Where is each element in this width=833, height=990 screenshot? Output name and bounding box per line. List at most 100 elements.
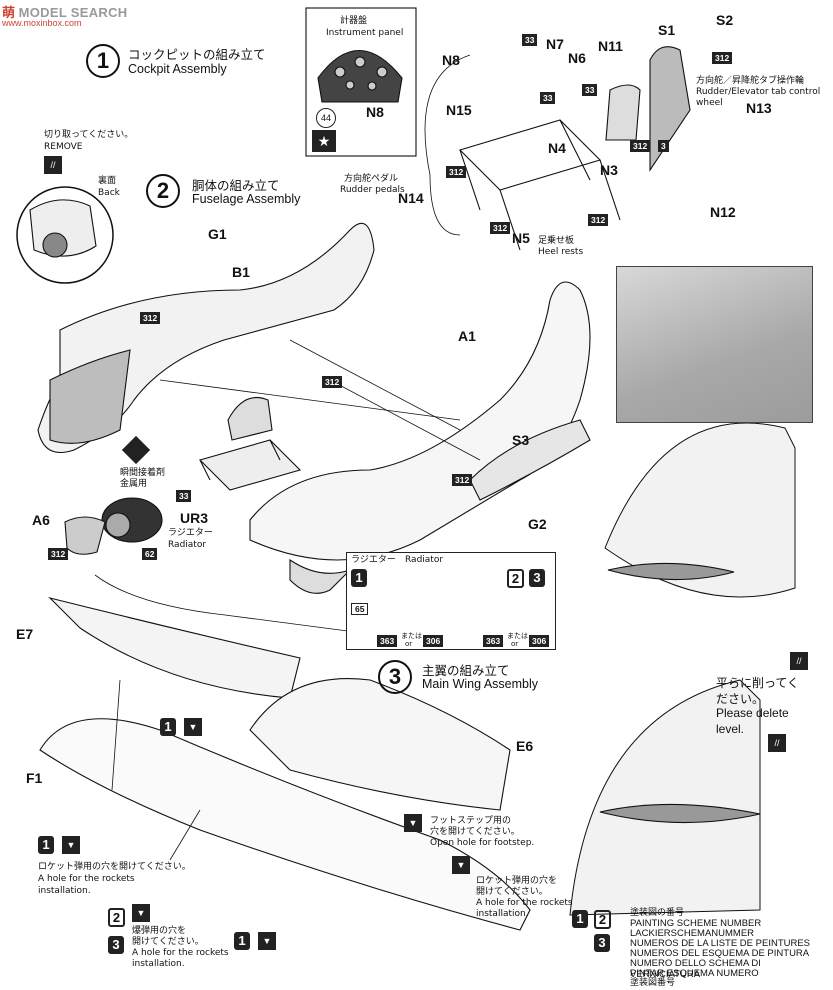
legend-l2: LACKIERSCHEMANUMMER <box>630 928 755 939</box>
knife-icon: // <box>790 652 808 670</box>
drill-icon: ▼ <box>184 718 202 736</box>
color-363: 363 <box>377 635 398 647</box>
part-N15: N15 <box>446 102 472 118</box>
glue-jp1: 瞬間接着剤 <box>120 468 166 478</box>
footstep-en1: Open hole for footstep. <box>430 838 535 848</box>
part-N13: N13 <box>746 100 772 116</box>
radiator-box-title-jp: ラジエター <box>351 555 396 565</box>
legend-scheme-1: 1 <box>572 910 588 928</box>
step-2-title-jp: 胴体の組み立て <box>192 178 280 193</box>
legend-l7: 塗装図番号 <box>630 978 676 988</box>
tab-wheel-en1: Rudder/Elevator tab control <box>696 87 821 97</box>
knife-icon: // <box>44 156 62 174</box>
color-312: 312 <box>490 222 511 234</box>
part-E6: E6 <box>516 738 534 754</box>
step-3-title-en: Main Wing Assembly <box>422 677 539 691</box>
legend-scheme-3: 3 <box>594 934 610 952</box>
part-A6: A6 <box>32 512 50 528</box>
scheme-2: 2 <box>507 569 524 588</box>
color-65: 65 <box>351 603 369 615</box>
rockets2-en1: A hole for the rockets <box>476 898 573 908</box>
watermark-brand: MODEL SEARCH <box>18 5 128 20</box>
rudder-pedals-en: Rudder pedals <box>340 185 405 195</box>
scheme-2-marker: 2 <box>108 908 125 927</box>
part-N7: N7 <box>546 36 564 52</box>
color-33: 33 <box>540 92 556 104</box>
color-3: 3 <box>658 140 669 152</box>
legend-l3: NUMEROS DE LA LISTE DE PEINTURES <box>630 938 811 949</box>
color-306: 306 <box>529 635 550 647</box>
watermark-site: www.moxinbox.com <box>2 18 82 28</box>
decal-marker: 44 <box>316 108 336 128</box>
color-312: 312 <box>452 474 473 486</box>
delete-level-jp2: ださい。 <box>716 692 765 706</box>
color-312: 312 <box>630 140 651 152</box>
part-E7: E7 <box>16 626 34 642</box>
delete-level-en1: Please delete <box>716 706 789 720</box>
rockets-jp: ロケット弾用の穴を開けてください。 <box>38 862 191 872</box>
bombs-jp1: 爆弾用の穴を <box>132 926 187 936</box>
instrument-label-jp: 計器盤 <box>340 16 368 26</box>
scheme-1-marker: 1 <box>160 718 176 736</box>
footstep-jp1: フットステップ用の <box>430 816 512 826</box>
color-363: 363 <box>483 635 504 647</box>
color-312: 312 <box>48 548 69 560</box>
legend-l5: NUMERO DELLO SCHEMA DI VERNICIATURA <box>630 958 761 980</box>
bombs-en1: A hole for the rockets <box>132 948 229 958</box>
part-S2: S2 <box>716 12 734 28</box>
remove-label-jp: 切り取ってください。 <box>44 130 134 140</box>
radiator-box-title-en: Radiator <box>405 555 444 565</box>
or-en: or <box>511 640 519 648</box>
delete-level-en2: level. <box>716 722 745 736</box>
star-icon: ★ <box>312 130 336 152</box>
heel-rests-en: Heel rests <box>538 247 584 257</box>
heel-rests-jp: 足乗せ板 <box>538 236 575 246</box>
or-en: or <box>405 640 413 648</box>
part-A1: A1 <box>458 328 476 344</box>
tab-wheel-jp: 方向舵／昇降舵タブ操作輪 <box>696 76 805 86</box>
drill-icon: ▼ <box>452 856 470 874</box>
part-N6: N6 <box>568 50 586 66</box>
color-62: 62 <box>142 548 158 560</box>
tail-photo <box>616 266 813 423</box>
legend-jp: 塗装図の番号 <box>630 908 685 918</box>
part-N11: N11 <box>598 38 623 54</box>
rockets-en2: installation. <box>38 886 91 896</box>
bombs-jp2: 開けてください。 <box>132 937 204 947</box>
legend-scheme-2: 2 <box>594 910 611 929</box>
glue-jp2: 金属用 <box>120 479 148 489</box>
back-label-jp: 裏面 <box>98 176 117 186</box>
part-N8: N8 <box>442 52 460 68</box>
rockets2-jp2: 開けてください。 <box>476 887 548 897</box>
step-1-title-en: Cockpit Assembly <box>128 62 227 76</box>
scheme-1-marker: 1 <box>234 932 250 950</box>
part-N12: N12 <box>710 204 736 220</box>
part-F1: F1 <box>26 770 43 786</box>
drill-icon: ▼ <box>132 904 150 922</box>
rockets2-en2: installation. <box>476 909 529 919</box>
back-label-en: Back <box>98 188 120 198</box>
radiator-part: UR3 <box>180 510 209 526</box>
step-2-title-en: Fuselage Assembly <box>192 192 301 206</box>
scheme-3: 3 <box>529 569 545 587</box>
color-312: 312 <box>446 166 467 178</box>
part-N5: N5 <box>512 230 530 246</box>
step-1-title-jp: コックピットの組み立て <box>128 47 266 62</box>
part-S3: S3 <box>512 432 530 448</box>
drill-icon: ▼ <box>62 836 80 854</box>
part-G2: G2 <box>528 516 547 532</box>
drill-icon: ▼ <box>404 814 422 832</box>
color-312: 312 <box>712 52 733 64</box>
legend-l1: PAINTING SCHEME NUMBER <box>630 918 762 929</box>
step-2-number: 2 <box>146 174 180 208</box>
scheme-3-marker: 3 <box>108 936 124 954</box>
color-33: 33 <box>176 490 192 502</box>
rockets-en1: A hole for the rockets <box>38 874 135 884</box>
step-1-number: 1 <box>86 44 120 78</box>
part-S1: S1 <box>658 22 676 38</box>
watermark-mark: 萌 <box>2 6 16 21</box>
part-N14: N14 <box>398 190 424 206</box>
drill-icon: ▼ <box>258 932 276 950</box>
part-N4: N4 <box>548 140 566 156</box>
